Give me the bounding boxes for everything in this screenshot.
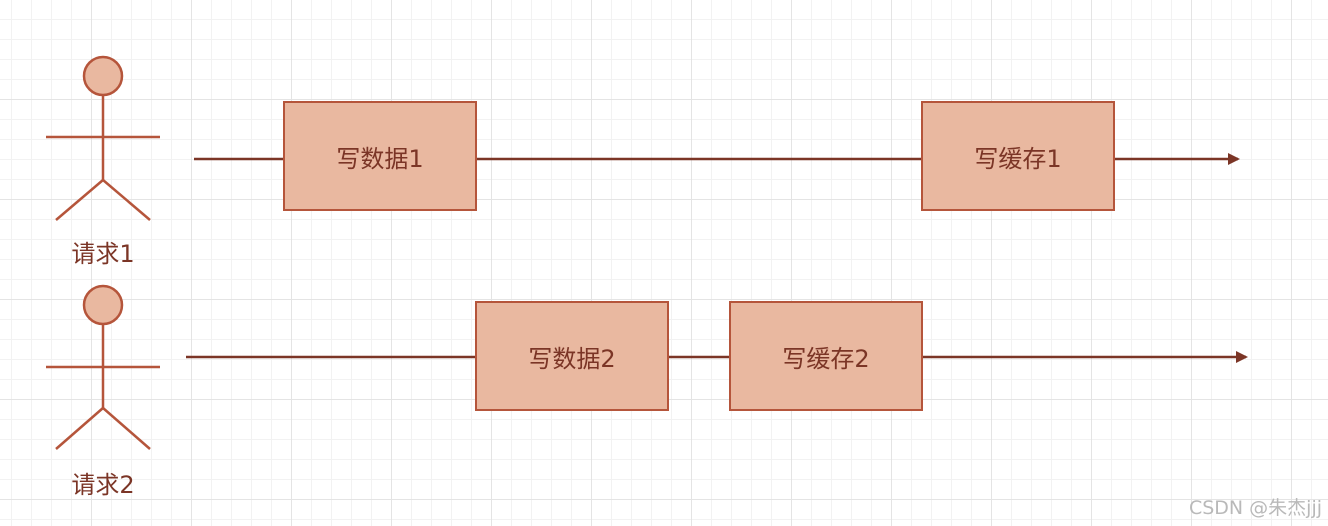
step-write-data-2: 写数据2 — [475, 301, 669, 411]
step-write-data-1: 写数据1 — [283, 101, 477, 211]
step-write-cache-2: 写缓存2 — [729, 301, 923, 411]
actor-1-figure-icon — [46, 55, 160, 221]
actor-2-label: 请求2 — [71, 471, 135, 499]
actor-1-label: 请求1 — [71, 240, 135, 268]
actor-2-figure-icon — [46, 284, 160, 450]
watermark-text: CSDN @朱杰jjj — [1188, 497, 1322, 519]
step-write-cache-1: 写缓存1 — [921, 101, 1115, 211]
